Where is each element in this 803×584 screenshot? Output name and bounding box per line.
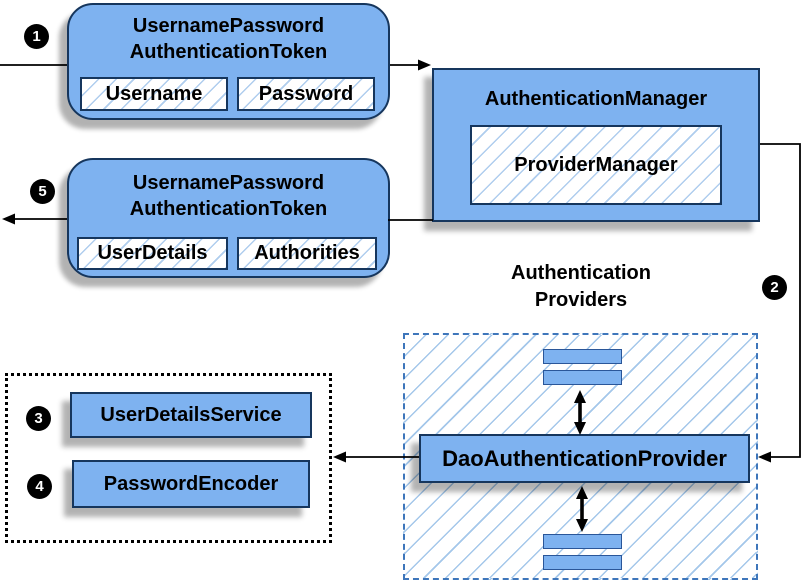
password-encoder-node: PasswordEncoder — [72, 460, 310, 508]
step-badge-4: 4 — [27, 474, 52, 499]
step-badge-5: 5 — [30, 179, 55, 204]
username-field-box: Username — [80, 77, 228, 111]
request-to-manager-arrow — [390, 59, 431, 71]
token-request-node: UsernamePassword AuthenticationToken Use… — [67, 3, 390, 120]
step-badge-2: 2 — [762, 275, 787, 300]
services-dotted-box — [5, 373, 332, 543]
provider-stub-bar-top-2 — [543, 370, 622, 385]
authentication-manager-node: AuthenticationManager ProviderManager — [432, 68, 760, 222]
step-badge-1: 1 — [24, 24, 49, 49]
authentication-manager-title: AuthenticationManager — [484, 88, 708, 110]
password-field-box: Password — [237, 77, 375, 111]
token-request-title-line2: AuthenticationToken — [129, 41, 328, 63]
step-badge-3: 3 — [26, 406, 51, 431]
token-response-node: UsernamePassword AuthenticationToken Use… — [67, 158, 390, 278]
provider-manager-box: ProviderManager — [470, 125, 722, 205]
authentication-providers-title: Authentication Providers — [451, 260, 711, 314]
userdetails-field-box: UserDetails — [77, 237, 228, 270]
authentication-providers-title-line1: Authentication — [511, 262, 651, 284]
manager-to-dao-arrow — [758, 143, 801, 463]
token-response-title-line2: AuthenticationToken — [129, 198, 328, 220]
user-details-service-node: UserDetailsService — [70, 392, 312, 438]
provider-stub-bar-top-1 — [543, 349, 622, 364]
token-request-title: UsernamePassword AuthenticationToken — [69, 13, 388, 65]
provider-stub-bar-bottom-1 — [543, 534, 622, 549]
dao-authentication-provider-node: DaoAuthenticationProvider — [419, 434, 750, 483]
authentication-providers-title-line2: Providers — [534, 289, 628, 311]
token-response-title-line1: UsernamePassword — [132, 172, 325, 194]
token-request-title-line1: UsernamePassword — [132, 15, 325, 37]
token-out-arrow — [2, 213, 67, 225]
token-response-title: UsernamePassword AuthenticationToken — [69, 170, 388, 222]
authorities-field-box: Authorities — [237, 237, 377, 270]
provider-stub-bar-bottom-2 — [543, 555, 622, 570]
